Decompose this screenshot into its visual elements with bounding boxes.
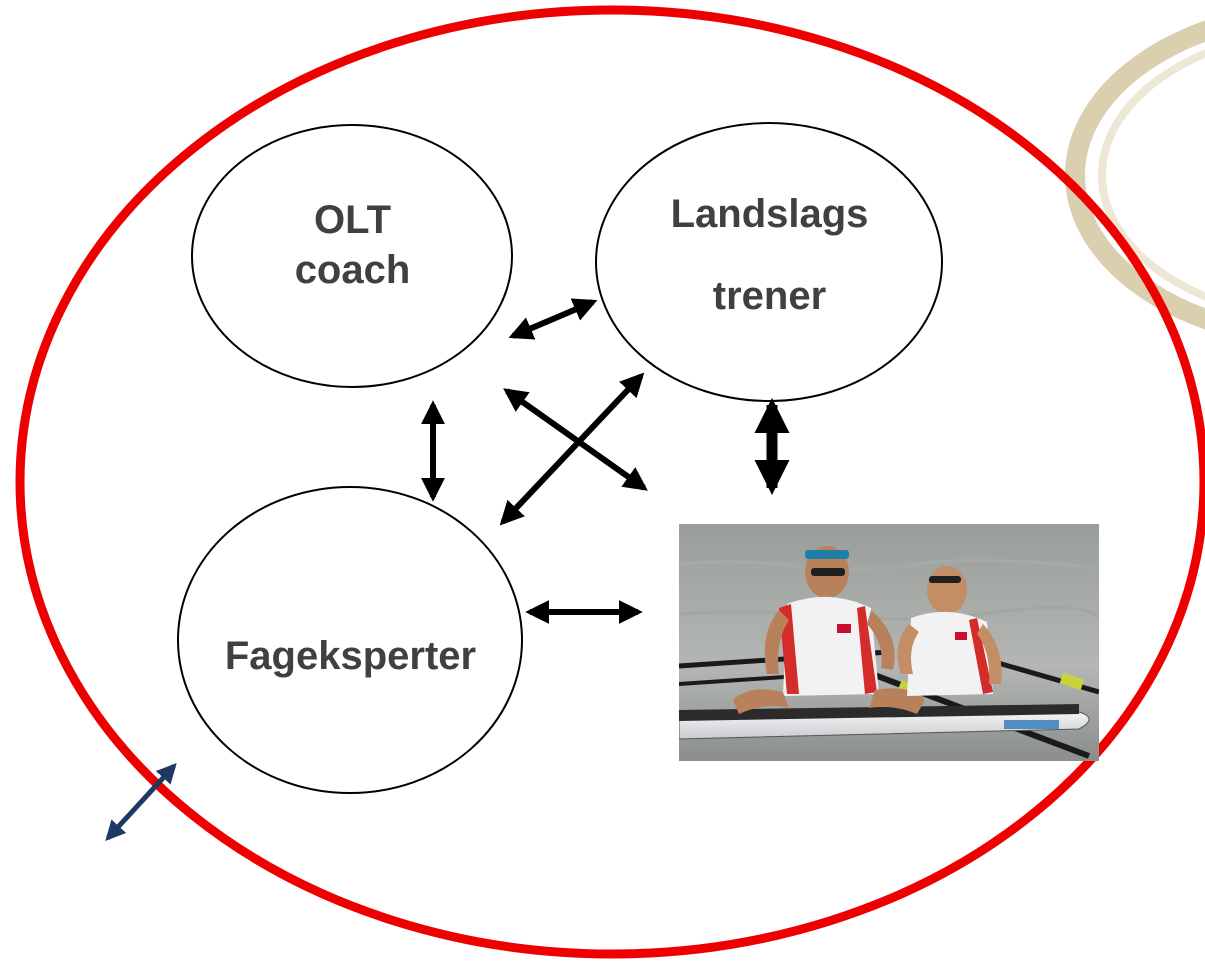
landslagstrener-label: Landslags trener bbox=[597, 194, 942, 316]
arrow-olt-landslags bbox=[508, 298, 598, 340]
arrow-outside-boundary bbox=[105, 763, 177, 841]
olt-coach-label-line1: OLT bbox=[313, 198, 391, 242]
arrow-olt-athletes bbox=[503, 388, 648, 491]
landslagstrener-label-line1: Landslags bbox=[670, 192, 869, 236]
athletes-photo[interactable] bbox=[679, 524, 1099, 761]
fageksperter-label: Fageksperter bbox=[224, 634, 477, 678]
olt-coach-label-line2: coach bbox=[294, 248, 411, 292]
fageksperter-node[interactable] bbox=[177, 486, 523, 794]
olt-coach-node[interactable] bbox=[191, 124, 513, 388]
boundary-ellipse bbox=[15, 5, 1205, 959]
rowers-image bbox=[679, 524, 1099, 761]
arrow-landslags-fageksperter bbox=[499, 372, 645, 526]
watermark-ring bbox=[1065, 20, 1205, 330]
landslagstrener-label-line2: trener bbox=[712, 274, 827, 318]
olt-coach-label: OLT coach bbox=[195, 195, 510, 295]
